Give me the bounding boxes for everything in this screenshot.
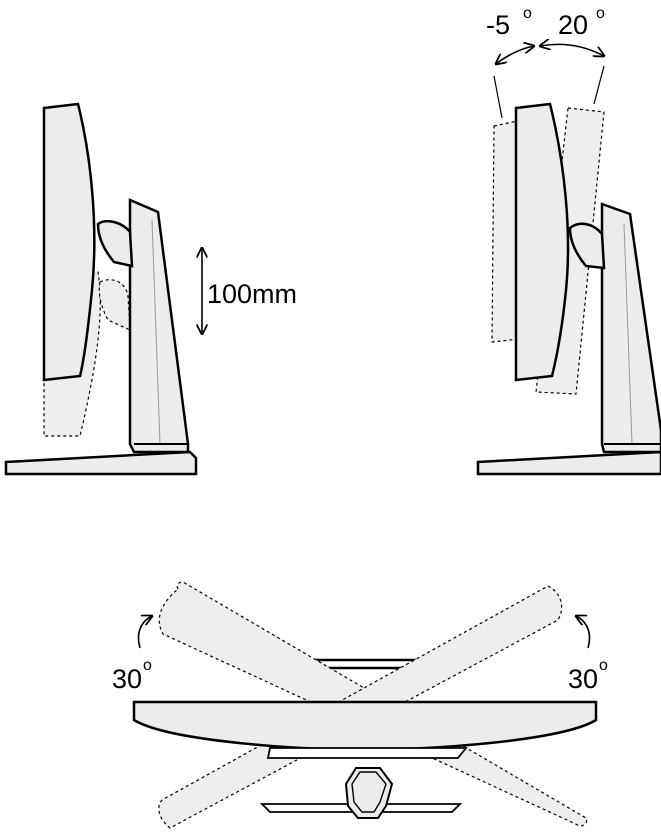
- swivel-right-degree: o: [599, 657, 608, 674]
- tilt-monitor-screen: [514, 102, 570, 382]
- tilt-back-label: 20: [558, 10, 588, 40]
- swivel-right-arrow: [576, 616, 591, 649]
- tilt-back-degree: o: [596, 5, 605, 22]
- tilt-back-arrow: [540, 44, 604, 56]
- stand-column: [128, 198, 190, 454]
- swivel-monitor-screen: [132, 700, 598, 752]
- swivel-left-label: 30: [112, 664, 142, 694]
- stand-base: [4, 450, 198, 476]
- stand-hinge: [96, 220, 134, 268]
- tilt-forward-arrow: [496, 46, 534, 64]
- tilt-view: -5 o 20 o: [476, 5, 661, 476]
- swivel-view: 30 o 30 o: [112, 581, 608, 829]
- tilt-forward-label: -5: [486, 10, 510, 40]
- swivel-left-arrow: [137, 616, 153, 649]
- height-adjust-view: 100mm: [4, 102, 297, 476]
- tilt-stand-base: [476, 450, 661, 476]
- height-range-label: 100mm: [207, 279, 297, 309]
- swivel-left-degree: o: [143, 657, 152, 674]
- tilt-stand-hinge: [568, 222, 606, 270]
- swivel-right-label: 30: [568, 664, 598, 694]
- tilt-stand-column: [600, 202, 661, 454]
- lowered-hinge-ghost: [98, 279, 131, 331]
- tilt-forward-degree: o: [523, 5, 532, 22]
- swivel-stand-neck: [266, 747, 468, 759]
- monitor-screen-side: [42, 102, 96, 382]
